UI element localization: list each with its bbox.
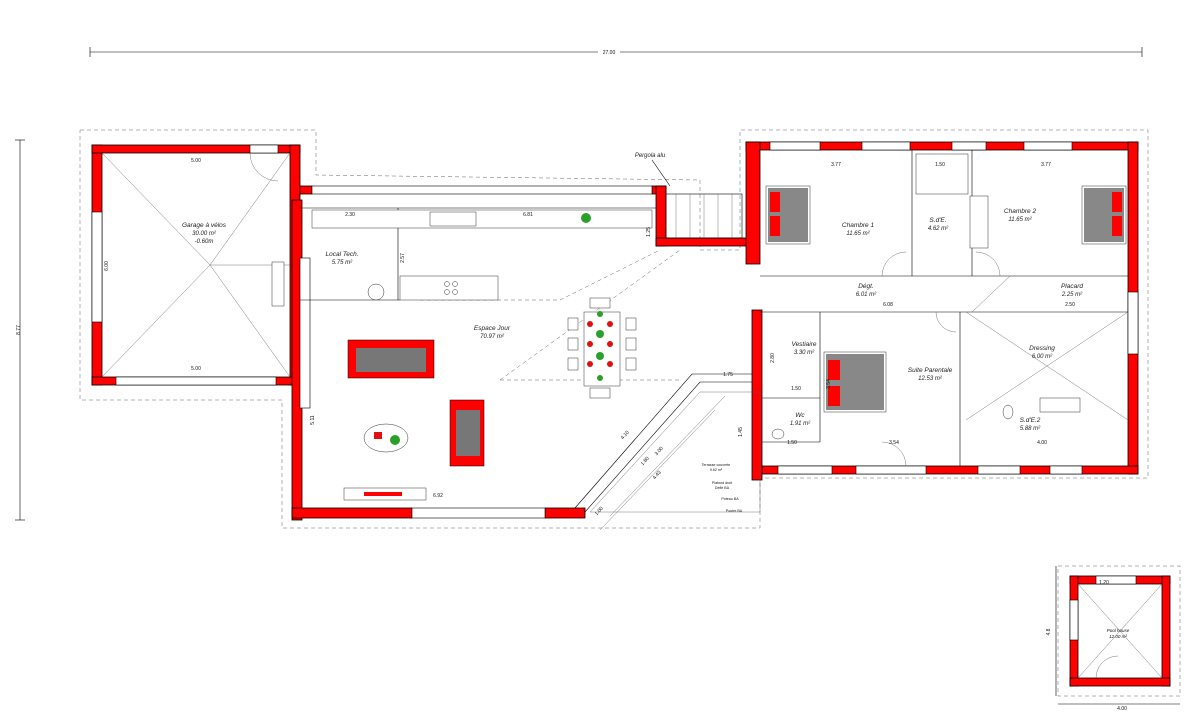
note-poutre: Poutre BA — [726, 509, 743, 513]
room-name-suite-parentale: Suite Parentale — [908, 367, 953, 374]
terrace-note: Déflé BA — [715, 486, 730, 490]
dim-diag-5: 1.00 — [594, 506, 605, 517]
room-extra-garage: -0.60m — [195, 239, 214, 245]
dim-diag-3: 1.80 — [640, 456, 651, 467]
overall-dimension: 27.00 — [603, 50, 616, 56]
overall-dimension-line: 27.00 — [89, 47, 1143, 57]
dim-living-bottom: 6.92 — [433, 493, 443, 499]
dim-degt: 6.08 — [883, 302, 893, 308]
dim-local-depth: 2.57 — [400, 253, 406, 263]
room-area-garage: 30.00 m² — [192, 231, 217, 237]
dim-placard: 2.50 — [1065, 302, 1075, 308]
room-name-vestiaire: Vestiaire — [791, 341, 816, 348]
dim-garage-bottom: 5.00 — [191, 366, 201, 372]
dim-diag-1: 4.10 — [620, 430, 631, 441]
dim-sde2: 4.00 — [1037, 440, 1047, 446]
dim-vestiaire: 1.50 — [791, 386, 801, 392]
room-area-sde: 4.62 m² — [928, 226, 949, 232]
dim-pool-door: 1.20 — [1099, 580, 1109, 586]
room-labels: Garage à vélos 30.00 m² -0.60m Local Tec… — [182, 153, 1130, 639]
dim-pool-depth: 4.8 — [1046, 628, 1052, 635]
room-area-local-tech: 5.75 m² — [332, 260, 353, 266]
dining-table — [567, 297, 637, 399]
room-area-placard: 2.25 m² — [1061, 292, 1083, 298]
room-name-placard: Placard — [1061, 283, 1083, 290]
dim-diag-2: 4.43 — [652, 470, 663, 481]
side-dimension-line: 8.77 — [15, 139, 25, 521]
dim-garage-top: 5.00 — [191, 158, 201, 164]
room-area-chambre-2: 11.65 m² — [1008, 217, 1032, 223]
pergola-label: Pergola alu — [635, 153, 666, 159]
dim-wc: 1.50 — [787, 440, 797, 446]
room-area-wc: 1.91 m² — [790, 421, 811, 427]
room-name-chambre-1: Chambre 1 — [842, 222, 875, 229]
dim-suite: 3.54 — [889, 440, 899, 446]
room-name-sde: S.d'E. — [929, 217, 946, 224]
room-area-degt: 6.01 m² — [856, 292, 877, 298]
terrace — [589, 391, 761, 531]
terrace-label: Terrasse couverte — [702, 463, 731, 467]
room-name-sde-2: S.d'E.2 — [1020, 417, 1041, 424]
sofa — [343, 339, 485, 501]
dim-pool-width: 4.00 — [1117, 706, 1127, 712]
dim-pergola-depth: 1.25 — [646, 227, 652, 237]
room-name-chambre-2: Chambre 2 — [1004, 208, 1037, 215]
living-walls — [291, 185, 760, 521]
dim-chambre1: 3.77 — [831, 162, 841, 168]
side-dimension: 8.77 — [16, 325, 22, 335]
bathroom-fixtures — [771, 153, 1081, 440]
dim-sde: 1.50 — [935, 162, 945, 168]
garage-walls — [91, 144, 301, 386]
pergola — [651, 159, 743, 239]
room-area-chambre-1: 11.65 m² — [846, 231, 870, 237]
dim-kitchen: 6.81 — [523, 212, 533, 218]
night-wing-walls — [745, 141, 1139, 481]
kitchen — [311, 209, 653, 301]
room-name-local-tech: Local Tech. — [325, 251, 358, 258]
dim-garage-side: 6.00 — [104, 261, 110, 271]
room-area-dressing: 6.00 m² — [1032, 354, 1053, 360]
dim-suite-depth: 3.54 — [826, 379, 832, 389]
pool-house — [1055, 565, 1181, 705]
terrace-area: 9.62 m² — [710, 468, 723, 472]
dimension-labels: 5.00 5.00 6.00 2.30 6.81 2.57 1.25 3.77 … — [104, 158, 1127, 712]
room-area-espace-jour: 70.97 m² — [480, 334, 505, 340]
room-area-suite-parentale: 12.53 m² — [918, 376, 943, 382]
note-poteau-1: Poteau BA — [721, 497, 739, 501]
dim-living-side: 5.11 — [310, 415, 316, 425]
room-name-wc: Wc — [795, 412, 805, 419]
terrace-ceiling: Plafond droit — [712, 481, 732, 485]
dim-diag-4: 3.00 — [654, 446, 665, 457]
room-name-degt: Dégt. — [858, 283, 874, 290]
dim-terrace-top: 1.75 — [723, 372, 733, 378]
roof-outline — [79, 129, 1149, 529]
room-name-dressing: Dressing — [1029, 345, 1055, 352]
room-area-sde-2: 5.88 m² — [1020, 426, 1041, 432]
dim-terrace-side: 1.45 — [738, 427, 744, 437]
room-name-pool-house: Pool house — [1107, 628, 1130, 633]
room-area-pool-house: 12.00 m² — [1109, 634, 1127, 639]
dim-chambre2: 3.77 — [1041, 162, 1051, 168]
room-area-vestiaire: 3.30 m² — [794, 350, 815, 356]
room-name-espace-jour: Espace Jour — [474, 325, 511, 332]
dim-local-width: 2.30 — [345, 212, 355, 218]
beds — [765, 185, 1127, 413]
dim-vest-depth: 2.80 — [770, 353, 776, 363]
room-name-garage: Garage à vélos — [182, 222, 227, 229]
